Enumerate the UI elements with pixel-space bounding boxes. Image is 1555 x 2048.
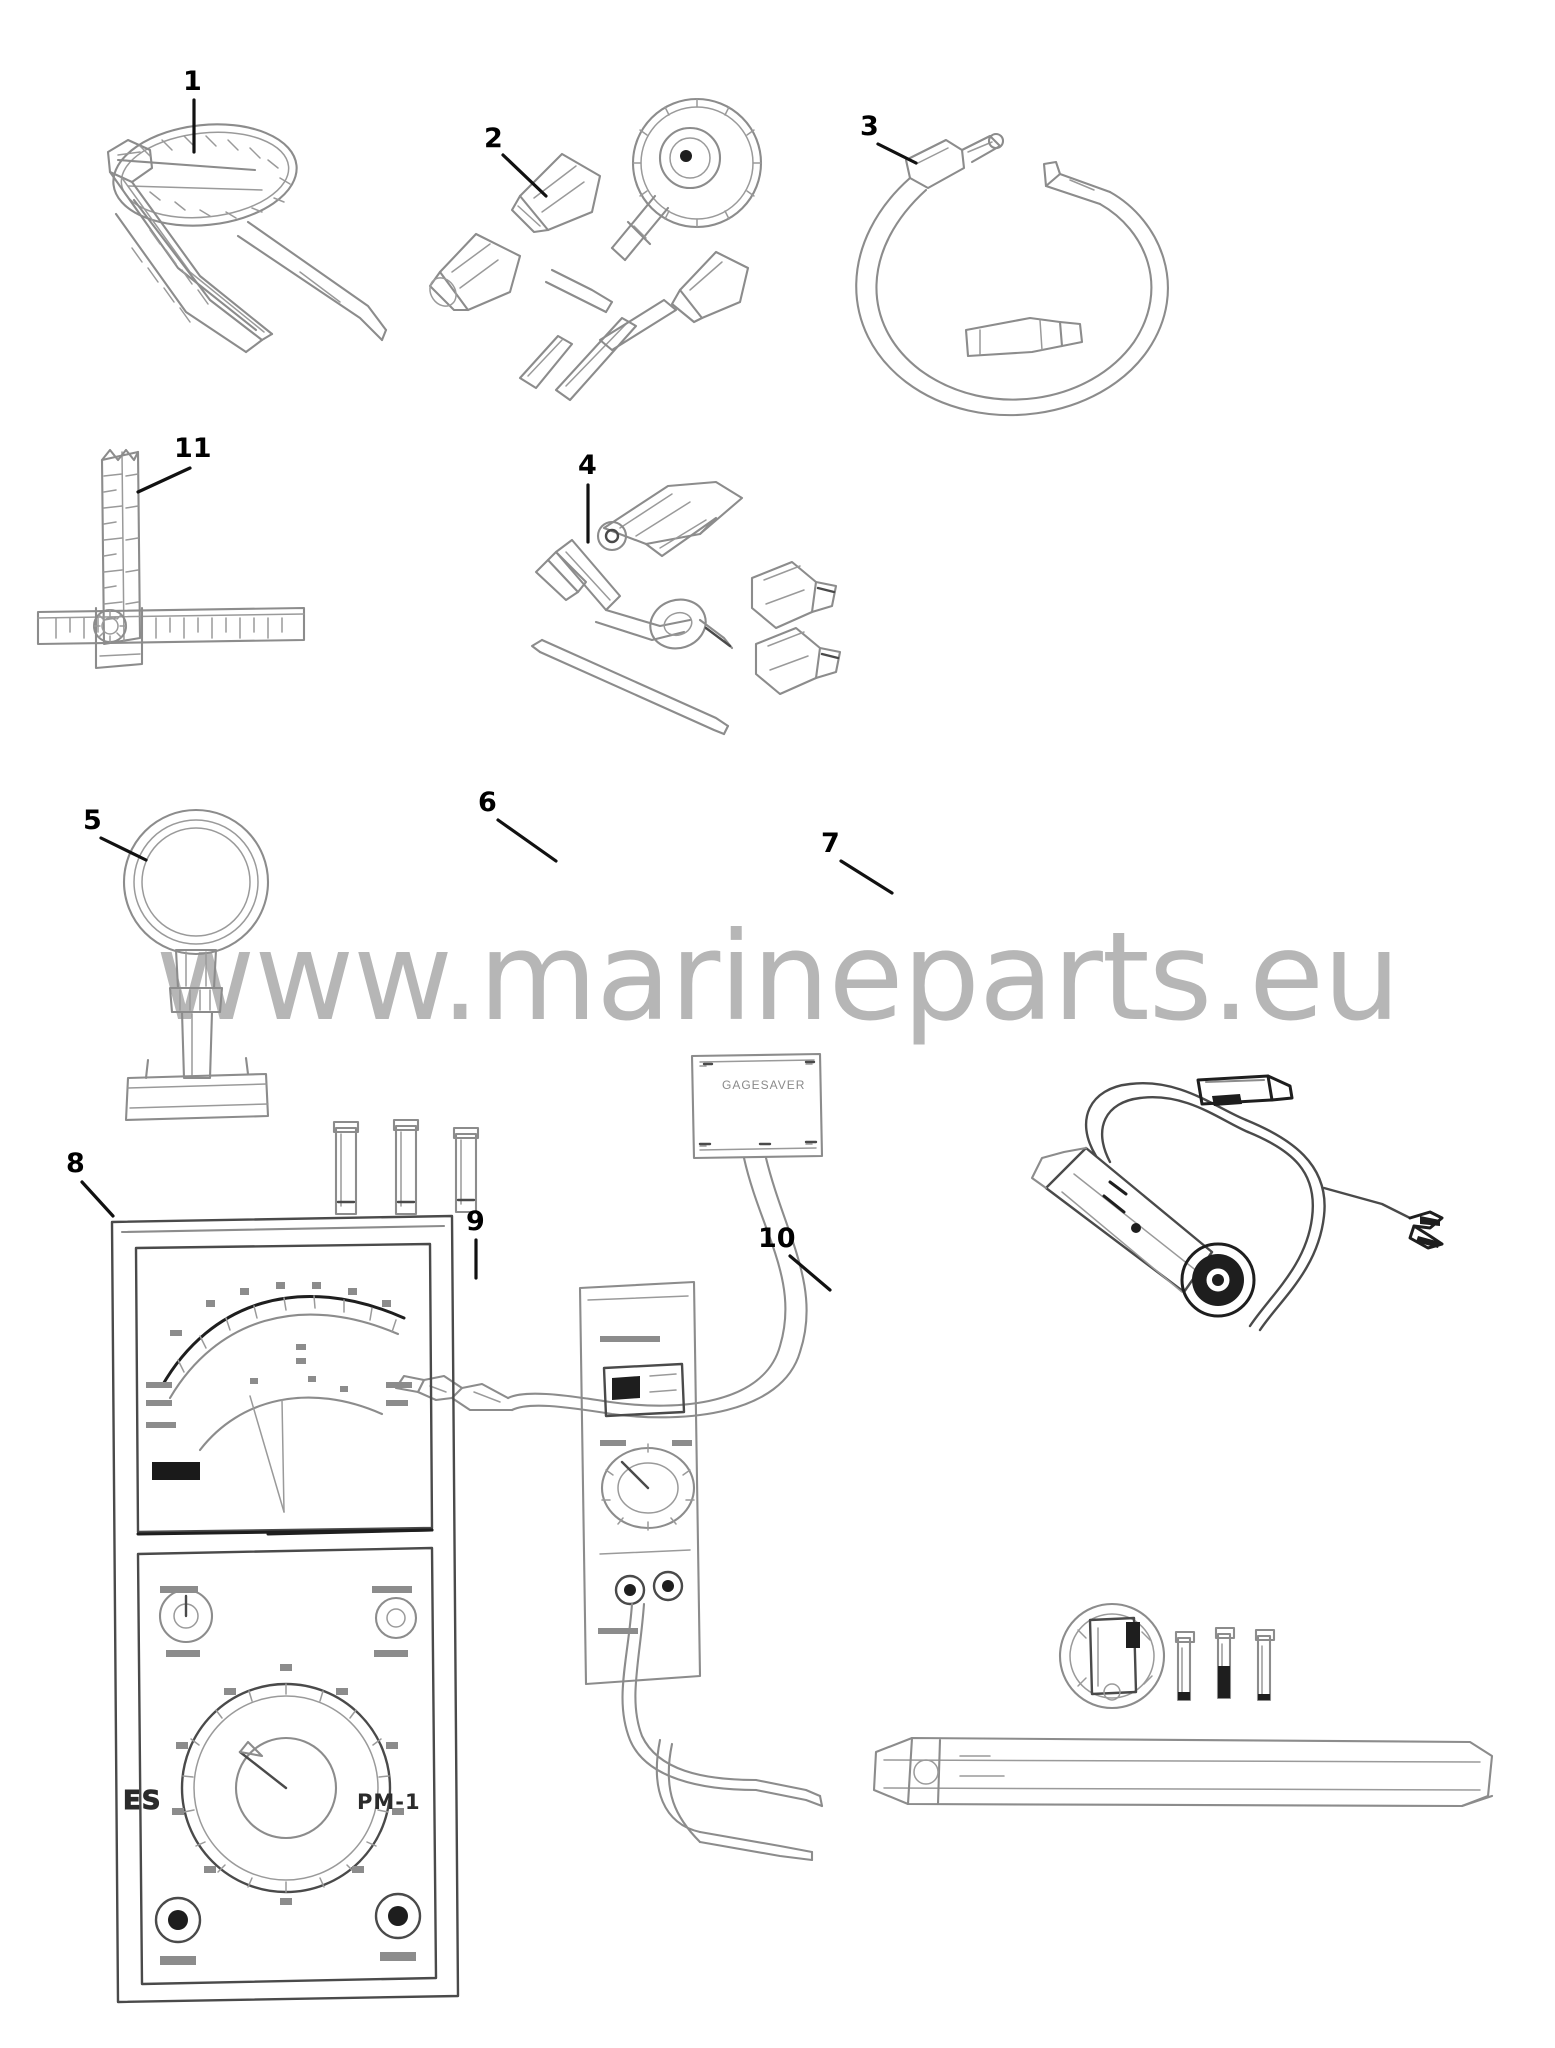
- leader-8: [80, 1180, 115, 1218]
- leader-6: [496, 818, 558, 863]
- callout-number-8[interactable]: 8: [66, 1148, 85, 1179]
- callout-number-1[interactable]: 1: [183, 66, 202, 97]
- site-watermark: www.marineparts.eu: [155, 906, 1401, 1048]
- part-2-artwork: [428, 97, 763, 402]
- part-11-artwork: [36, 448, 306, 670]
- callout-number-9[interactable]: 9: [466, 1206, 485, 1237]
- multimeter-brand-logo: ES: [123, 1786, 162, 1817]
- callout-number-5[interactable]: 5: [83, 805, 102, 836]
- callout-number-4[interactable]: 4: [578, 450, 597, 481]
- callout-number-11[interactable]: 11: [174, 433, 212, 464]
- callout-number-6[interactable]: 6: [478, 787, 497, 818]
- multimeter-model-label: PM-1: [357, 1790, 421, 1814]
- part-10-artwork: [872, 1602, 1494, 1808]
- leader-3: [876, 142, 918, 165]
- part-9-artwork: [578, 1280, 824, 1862]
- callout-number-7[interactable]: 7: [821, 828, 840, 859]
- part-8-artwork: [110, 1214, 460, 2004]
- leader-11: [136, 466, 192, 494]
- leader-2: [501, 153, 548, 198]
- gage-saver-label: GAGESAVER: [722, 1078, 806, 1092]
- callout-number-3[interactable]: 3: [860, 111, 879, 142]
- callout-number-10[interactable]: 10: [758, 1223, 796, 1254]
- part-7-artwork: [1030, 1074, 1444, 1332]
- part-4-artwork: [530, 480, 842, 736]
- callout-number-2[interactable]: 2: [484, 123, 503, 154]
- part-1-artwork: [106, 123, 388, 354]
- leader-7: [839, 859, 894, 895]
- part-3-artwork: [855, 132, 1169, 417]
- leader-10: [788, 1254, 832, 1292]
- leader-5: [99, 836, 148, 862]
